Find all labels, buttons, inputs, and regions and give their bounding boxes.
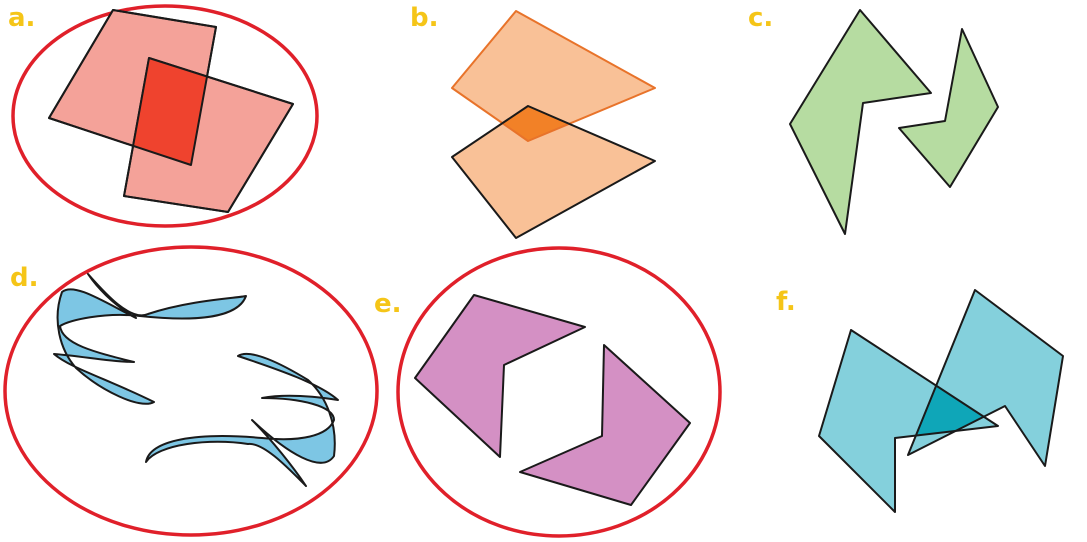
panel-label-b: b. bbox=[410, 3, 439, 33]
panel-c: c. bbox=[748, 3, 999, 235]
curved-shape-d2 bbox=[145, 352, 339, 487]
panel-label-e: e. bbox=[374, 289, 402, 319]
shape-f2-outline bbox=[907, 289, 1064, 467]
chevron-shape-e1 bbox=[414, 294, 586, 458]
arrow-shape-c1 bbox=[789, 9, 932, 235]
selection-circle-d bbox=[3, 245, 379, 537]
shape-f1 bbox=[819, 330, 998, 512]
panel-e: e. bbox=[374, 246, 722, 538]
panel-label-a: a. bbox=[8, 3, 35, 33]
panel-label-c: c. bbox=[748, 3, 773, 33]
panel-f: f. bbox=[776, 287, 1064, 513]
chevron-shape-e2 bbox=[519, 344, 691, 506]
panel-a: a. bbox=[8, 3, 319, 228]
rectangle-a1-outline bbox=[48, 9, 217, 166]
quadrilateral-b2-outline bbox=[451, 105, 656, 239]
panel-label-d: d. bbox=[10, 263, 39, 293]
selection-circle-a bbox=[11, 4, 319, 228]
panel-label-f: f. bbox=[776, 287, 796, 317]
shape-f2 bbox=[908, 290, 1063, 466]
panel-d: d. bbox=[3, 245, 379, 537]
shape-f1-outline bbox=[818, 329, 999, 513]
panel-b: b. bbox=[410, 3, 656, 239]
curved-shape-d1 bbox=[53, 273, 247, 405]
quadrilateral-b1-outline bbox=[451, 10, 656, 142]
quadrilateral-b2 bbox=[452, 106, 655, 238]
selection-circle-e bbox=[396, 246, 722, 538]
rectangle-a2-outline bbox=[123, 57, 294, 213]
arrow-shape-c2 bbox=[898, 28, 999, 188]
